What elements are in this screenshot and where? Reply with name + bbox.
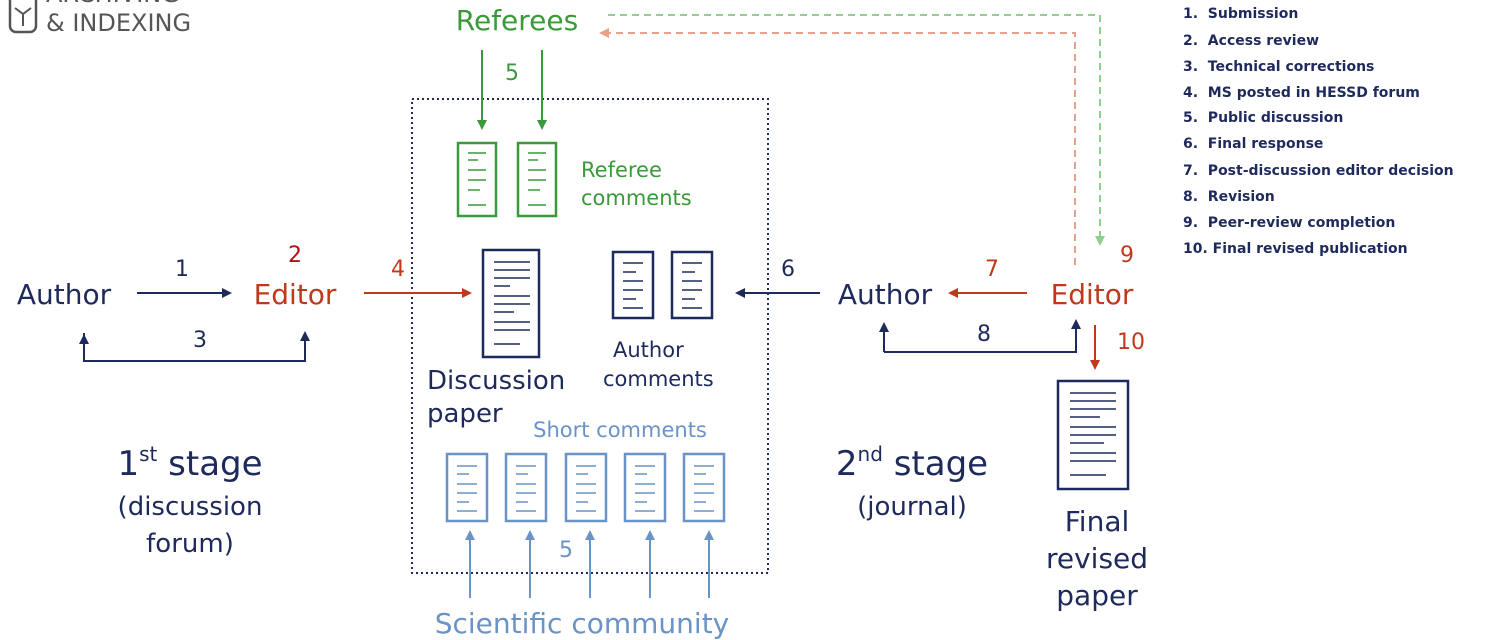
author-left-label: Author <box>17 278 112 311</box>
legend-item-2: 2. Access review <box>1183 33 1319 49</box>
legend-item-6: 6. Final response <box>1183 136 1323 152</box>
first-stage-word: stage <box>157 444 262 484</box>
referee-comments-label-line2: comments <box>581 186 692 210</box>
final-paper-label-line3: paper <box>1056 579 1138 612</box>
legend-item-7: 7. Post-discussion editor decision <box>1183 163 1454 179</box>
referees-to-editor-dashed-red <box>599 28 1076 265</box>
second-stage-sup: nd <box>858 442 883 466</box>
legend-item-1: 1. Submission <box>1183 6 1298 22</box>
referee-comment-doc-1 <box>456 141 498 218</box>
short-comments-label: Short comments <box>533 418 707 442</box>
short-comment-doc-1 <box>445 452 489 523</box>
author-right-label: Author <box>838 278 933 311</box>
svg-text:2nd stage: 2nd stage <box>836 442 988 484</box>
second-stage-label: 2nd stage (journal) <box>836 442 988 522</box>
logo-mark-icon <box>14 7 32 26</box>
step-9-label: 9 <box>1120 243 1134 268</box>
second-stage-number: 2 <box>836 444 858 484</box>
legend: 1. Submission 2. Access review 3. Techni… <box>1183 6 1454 257</box>
referee-comments-label-line1: Referee <box>581 158 662 182</box>
scientific-community-label: Scientific community <box>435 607 730 640</box>
author-comments-label-line2: comments <box>603 367 714 391</box>
final-paper-label-line2: revised <box>1046 542 1148 575</box>
referee-comment-doc-2 <box>516 141 558 218</box>
author-comment-doc-2 <box>670 250 714 320</box>
revision-path <box>884 319 1081 353</box>
legend-item-10: 10. Final revised publication <box>1183 241 1408 257</box>
short-comment-doc-4 <box>623 452 667 523</box>
short-comment-doc-5 <box>682 452 726 523</box>
editor-right-label: Editor <box>1051 278 1134 311</box>
step-7-label: 7 <box>985 257 999 282</box>
community-arrows <box>465 530 714 598</box>
step-3-label: 3 <box>193 328 207 353</box>
final-paper-doc <box>1056 379 1130 491</box>
legend-item-8: 8. Revision <box>1183 189 1275 205</box>
step-8-label: 8 <box>977 322 991 347</box>
first-stage-line2: (discussion <box>118 492 263 522</box>
author-comment-doc-1 <box>611 250 655 320</box>
short-comment-doc-2 <box>504 452 548 523</box>
second-stage-word: stage <box>883 444 988 484</box>
short-comment-doc-3 <box>564 452 608 523</box>
step-5-referees-label: 5 <box>505 61 519 86</box>
discussion-paper-doc <box>481 248 541 359</box>
logo-box-icon <box>8 0 38 34</box>
short-comment-docs <box>445 452 726 523</box>
logo-text-line2: & INDEXING <box>46 9 191 37</box>
legend-item-3: 3. Technical corrections <box>1183 59 1374 75</box>
step-1-label: 1 <box>175 257 189 282</box>
discussion-paper-label-line2: paper <box>427 399 503 429</box>
second-stage-line2: (journal) <box>857 492 967 522</box>
author-comments-label-line1: Author <box>613 338 684 362</box>
step-5-community-label: 5 <box>559 538 573 563</box>
editor-to-referees-dashed-green <box>608 14 1105 246</box>
legend-item-4: 4. MS posted in HESSD forum <box>1183 85 1420 101</box>
archiving-indexing-logo: ARCHIVING & INDEXING <box>8 0 191 37</box>
step-4-label: 4 <box>391 257 405 282</box>
first-stage-line3: forum) <box>146 529 234 559</box>
first-stage-label: 1st stage (discussion forum) <box>117 442 262 559</box>
step-2-label: 2 <box>288 243 302 268</box>
editor-left-label: Editor <box>254 278 337 311</box>
step-6-label: 6 <box>781 257 795 282</box>
discussion-paper-label-line1: Discussion <box>427 366 565 396</box>
referees-label: Referees <box>456 4 578 37</box>
step-10-label: 10 <box>1117 330 1145 355</box>
logo-text-line1: ARCHIVING <box>46 0 180 8</box>
final-paper-label-line1: Final <box>1065 505 1130 538</box>
first-stage-sup: st <box>139 442 157 466</box>
svg-text:1st stage: 1st stage <box>117 442 262 484</box>
first-stage-number: 1 <box>117 444 139 484</box>
legend-item-5: 5. Public discussion <box>1183 110 1343 126</box>
legend-item-9: 9. Peer-review completion <box>1183 215 1395 231</box>
